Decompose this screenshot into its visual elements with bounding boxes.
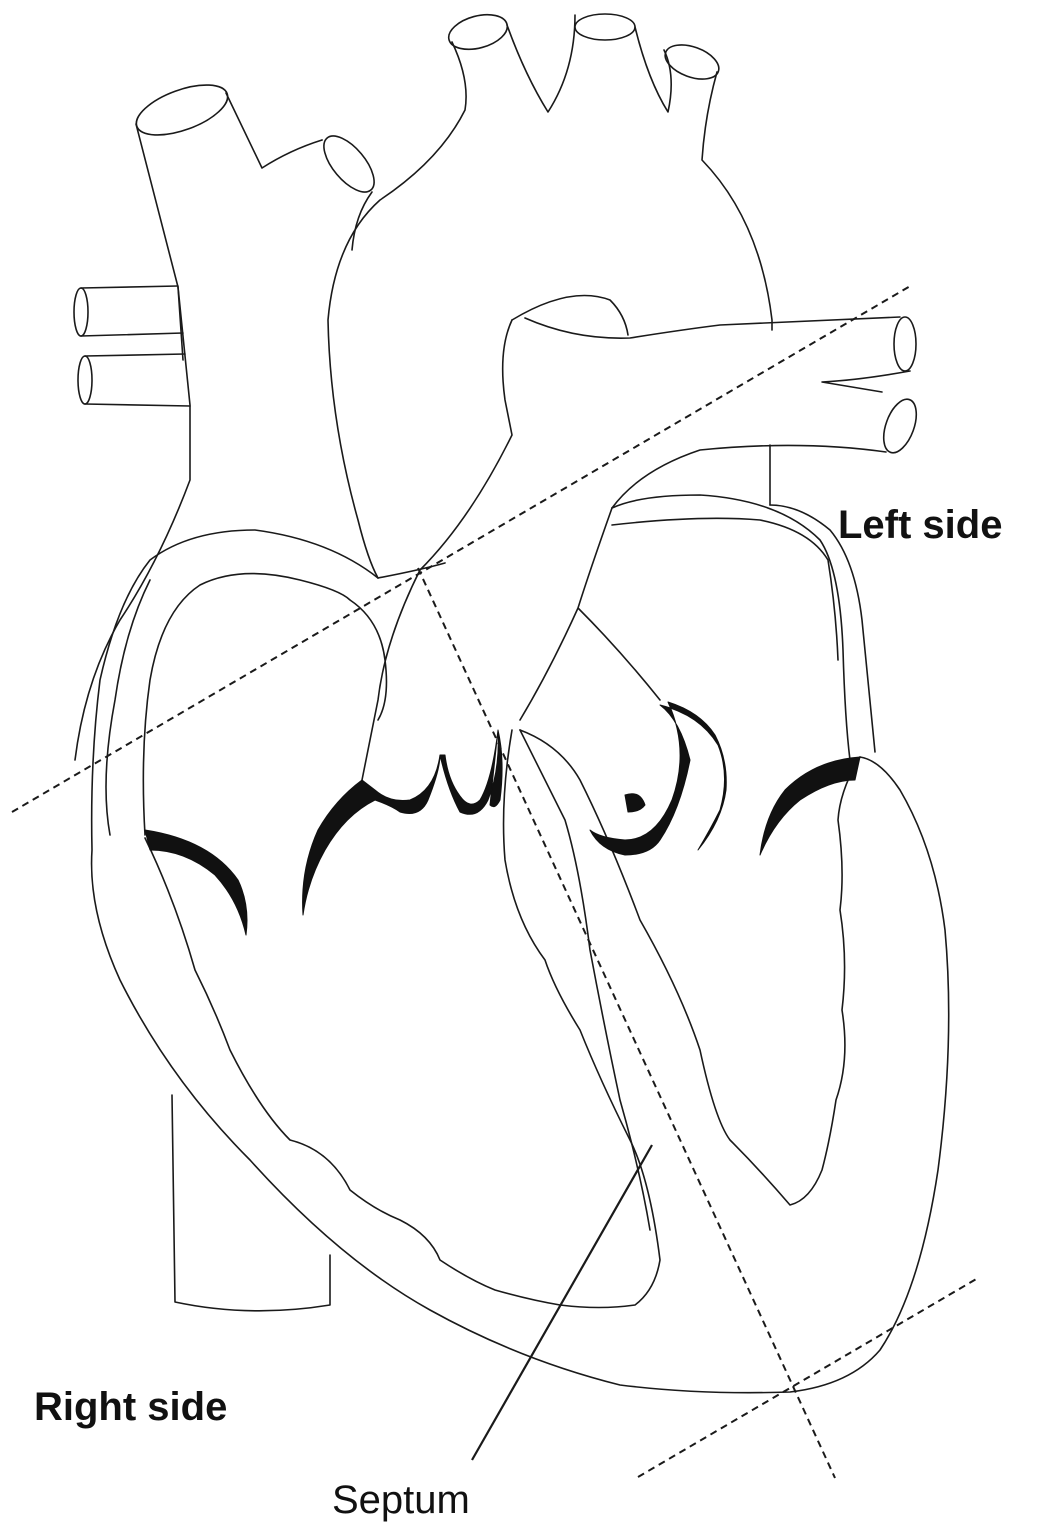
right-pulmonary-veins — [74, 286, 190, 406]
lower-dashed-line — [638, 1278, 978, 1477]
superior-vena-cava — [75, 75, 322, 760]
right-ventricle-wall — [145, 730, 660, 1308]
septum-leader-line — [472, 1145, 652, 1460]
svc-branch — [315, 128, 383, 250]
left-ventricle-wall — [520, 730, 860, 1205]
pulmonary-valve — [303, 730, 503, 915]
aortic-root — [520, 508, 660, 720]
aortic-arch — [328, 9, 772, 578]
upper-dashed-line — [12, 285, 912, 812]
tricuspid-valve — [145, 830, 247, 935]
septum-label: Septum — [332, 1478, 470, 1523]
left-side-label: Left side — [838, 503, 1002, 548]
right-side-label: Right side — [34, 1385, 227, 1430]
right-atrium-wall — [143, 563, 445, 835]
inferior-vena-cava — [172, 1095, 330, 1311]
heart-outline — [92, 530, 949, 1393]
mitral-valve — [760, 757, 860, 855]
center-dashed-line — [418, 568, 835, 1478]
aortic-valve — [590, 702, 726, 855]
